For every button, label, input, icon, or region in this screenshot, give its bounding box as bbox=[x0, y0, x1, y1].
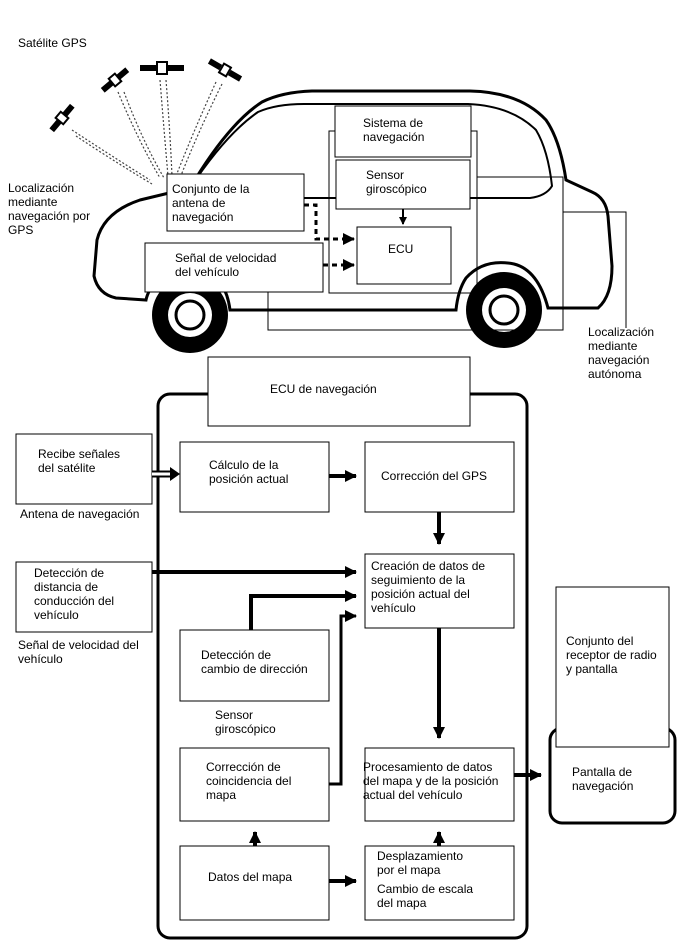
satellite-icon bbox=[140, 61, 184, 75]
radio-display-assembly-label: Conjunto del receptor de radio y pantall… bbox=[566, 634, 657, 676]
gyro-sensor-box bbox=[335, 159, 471, 210]
gyro-sensor-label: Sensor giroscópico bbox=[366, 168, 427, 196]
ecu-box bbox=[356, 226, 452, 285]
distance-detection-label: Detección de distancia de conducción del… bbox=[34, 566, 115, 622]
satellite-icon bbox=[100, 67, 130, 93]
gps-correction-label: Corrección del GPS bbox=[381, 469, 488, 483]
rear-wheel bbox=[152, 277, 228, 353]
satellite-icon bbox=[49, 103, 75, 133]
direction-change-box bbox=[179, 629, 330, 702]
front-wheel bbox=[466, 272, 542, 348]
satellite-signal-waves bbox=[71, 79, 223, 185]
satellite-input-box bbox=[15, 433, 153, 505]
antenna-assembly-box bbox=[166, 173, 305, 232]
map-matching-box bbox=[179, 747, 330, 822]
distance-input-box bbox=[15, 561, 153, 633]
map-data-label: Datos del mapa bbox=[208, 870, 293, 884]
map-scroll-label: Desplazamiento por el mapa bbox=[377, 849, 464, 877]
satellite-to-calc-arrow bbox=[152, 467, 180, 481]
map-matching-label: Corrección de coincidencia del mapa bbox=[206, 760, 292, 802]
navigation-antenna-label: Antena de navegación bbox=[20, 507, 140, 521]
gps-localization-label: Localización mediante navegación por GPS bbox=[8, 181, 91, 237]
navigation-system-label: Sistema de navegación bbox=[363, 116, 425, 144]
map-processing-box bbox=[364, 747, 515, 822]
autonomous-localization-label: Localización mediante navegación autónom… bbox=[588, 325, 655, 381]
matching-to-tracking-arrow bbox=[329, 610, 357, 786]
flow-diagram bbox=[15, 356, 677, 940]
gps-satellite-label: Satélite GPS bbox=[18, 36, 87, 50]
receive-satellite-signals: Recibe señales del satélite bbox=[38, 447, 121, 475]
car-window bbox=[188, 103, 554, 199]
tracking-data-label: Creación de datos de seguimiento de la p… bbox=[371, 559, 486, 615]
vehicle-illustration bbox=[49, 58, 627, 353]
gyro-sensor-caption: Sensor giroscópico bbox=[215, 708, 276, 736]
vehicle-speed-signal-label: Señal de velocidad del vehículo bbox=[175, 251, 277, 279]
antenna-assembly-label: Conjunto de la antena de navegación bbox=[172, 182, 250, 224]
autonomous-nav-leader bbox=[563, 211, 627, 328]
gps-correction-box bbox=[364, 441, 515, 513]
satellite-icon bbox=[207, 58, 243, 82]
vehicle-speed-signal-box bbox=[144, 242, 324, 293]
map-scale-change-label: Cambio de escala del mapa bbox=[377, 882, 474, 910]
map-data-box bbox=[179, 845, 330, 921]
current-position-calc-label: Cálculo de la posición actual bbox=[209, 458, 289, 486]
antenna-to-ecu-arrow bbox=[304, 203, 355, 245]
direction-to-tracking-arrow bbox=[249, 590, 357, 630]
position-calc-box bbox=[179, 441, 330, 513]
ecu-label: ECU bbox=[388, 242, 414, 256]
radio-display-box bbox=[555, 586, 670, 748]
nav-ecu-title: ECU de navegación bbox=[270, 382, 377, 396]
map-scroll-scale-box bbox=[364, 845, 515, 921]
navigation-display-label: Pantalla de navegación bbox=[572, 765, 634, 793]
autonomous-nav-bracket bbox=[267, 176, 564, 331]
nav-ecu-title-box bbox=[207, 356, 471, 427]
direction-change-label: Detección de cambio de dirección bbox=[201, 648, 308, 676]
navigation-system-box bbox=[334, 105, 472, 158]
vehicle-speed-signal-caption: Señal de velocidad del vehículo bbox=[18, 638, 139, 666]
map-processing-label: Procesamiento de datos del mapa y de la … bbox=[363, 760, 499, 802]
tracking-data-box bbox=[364, 553, 515, 629]
